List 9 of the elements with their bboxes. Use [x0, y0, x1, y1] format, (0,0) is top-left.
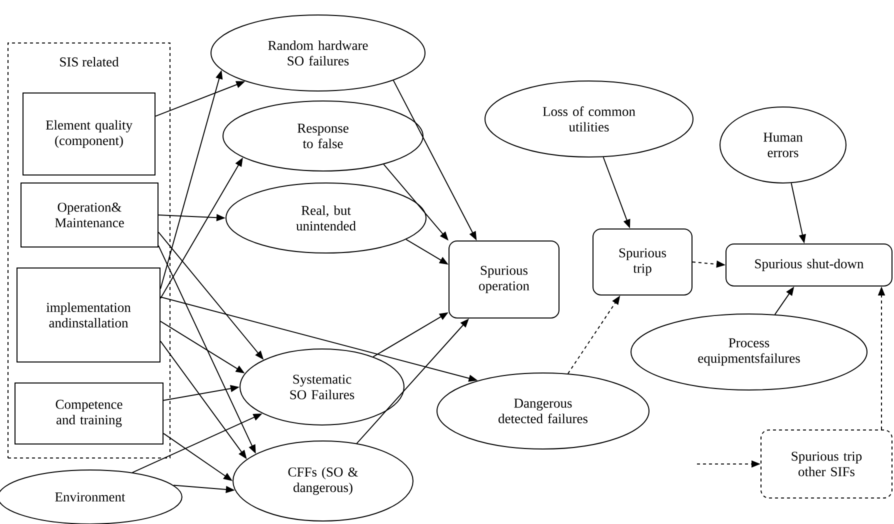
factor-box: implementation andinstallation	[16, 267, 160, 362]
factor-box: Operation& Maintenance	[20, 182, 158, 248]
group-heading: SIS related	[60, 57, 119, 66]
factor-box: Competence and training	[14, 382, 164, 444]
event-box: Spurious operation	[448, 240, 560, 318]
event-box: Spurious shut-down	[726, 243, 892, 286]
event-box: Spurious trip	[592, 228, 692, 296]
event-box: Spurious trip other SIFs	[760, 429, 892, 498]
factor-box: Element quality (component)	[22, 92, 156, 176]
